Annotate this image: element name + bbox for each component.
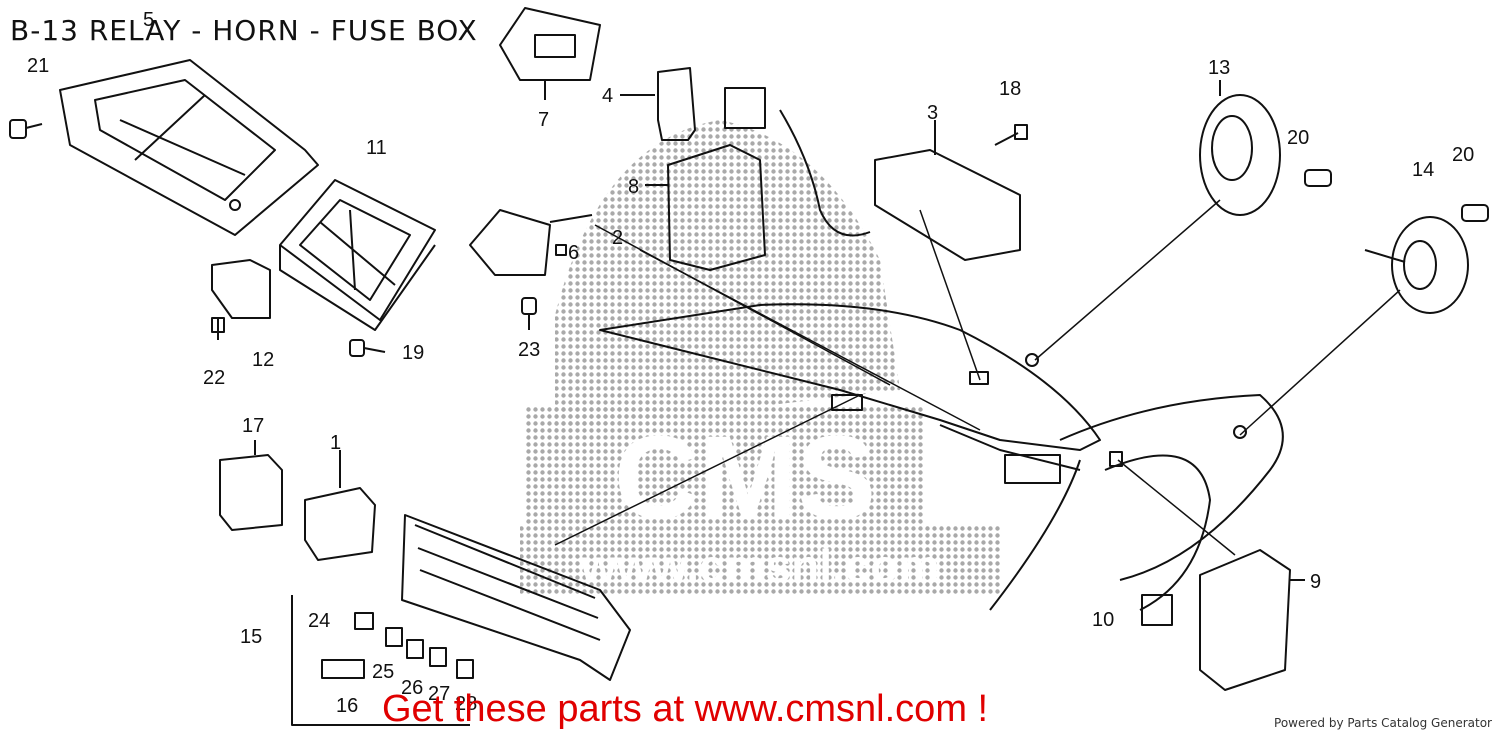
callout-12[interactable]: 12 [252,349,275,371]
callout-8[interactable]: 8 [628,176,640,198]
bolt-21 [9,119,43,139]
relay-2 [469,209,593,276]
horn-13 [1199,80,1281,216]
buy-parts-link[interactable]: Get these parts at www.cmsnl.com ! [382,688,989,730]
callout-16[interactable]: 16 [336,695,359,717]
callout-5[interactable]: 5 [143,9,155,31]
module-3 [874,120,1021,261]
callout-1[interactable]: 1 [330,432,342,454]
callout-24[interactable]: 24 [308,610,331,632]
callout-9[interactable]: 9 [1310,571,1322,593]
callout-23[interactable]: 23 [518,339,541,361]
bracket-12 [211,259,271,340]
fuse-24 [354,612,374,630]
screw-18 [994,124,1028,146]
fuse-16 [321,659,365,679]
clip-body-b [969,371,989,385]
clip-body-c [1004,454,1061,484]
fuse-box-15 [291,514,631,726]
wire-harness [724,87,871,237]
clip-10 [1141,594,1173,626]
control-unit-11 [279,179,436,331]
bracket-4 [620,67,696,141]
grommet-c [1109,451,1123,467]
callout-14[interactable]: 14 [1412,159,1435,181]
fuse-26 [406,639,424,659]
callout-19[interactable]: 19 [402,342,425,364]
watermark-logo: CMS www.cmsnl.com [520,120,1000,595]
callout-7[interactable]: 7 [538,109,550,131]
horn-14 [1364,216,1469,314]
callout-13[interactable]: 13 [1208,57,1231,79]
callout-28[interactable]: 28 [455,693,478,715]
callout-22[interactable]: 22 [203,367,226,389]
callout-20b[interactable]: 20 [1452,144,1475,166]
relay-1 [304,450,376,561]
callout-4[interactable]: 4 [602,85,614,107]
watermark-url: www.cmsnl.com [580,540,940,592]
callout-3[interactable]: 3 [927,102,939,124]
leader-lines [554,199,1401,556]
relay-module-7 [499,7,601,100]
callout-21[interactable]: 21 [27,55,50,77]
callout-26[interactable]: 26 [401,677,424,699]
fuse-25 [385,627,403,647]
clip-body-a [831,394,863,411]
callout-10[interactable]: 10 [1092,609,1115,631]
callout-2[interactable]: 2 [612,227,624,249]
powered-by-footer: Powered by Parts Catalog Generator [1274,716,1492,730]
bolt-23 [521,297,537,330]
unit-9 [1199,549,1305,691]
callout-15[interactable]: 15 [240,626,263,648]
callout-6[interactable]: 6 [568,242,580,264]
fuse-27 [429,647,447,667]
callout-20a[interactable]: 20 [1287,127,1310,149]
bolt-20b [1461,204,1489,222]
car-body-outline [599,303,1284,611]
callout-18[interactable]: 18 [999,78,1022,100]
grommet-a [1025,353,1039,367]
callout-17[interactable]: 17 [242,415,265,437]
diagram-title: B-13 RELAY - HORN - FUSE BOX [10,14,478,47]
fuse-28 [456,659,474,679]
unit-8 [645,144,766,271]
relay-17 [219,440,283,531]
bolt-19 [349,339,386,357]
callout-25[interactable]: 25 [372,661,395,683]
bolt-20a [1304,169,1332,187]
watermark-brand: CMS [614,412,876,544]
callout-27[interactable]: 27 [428,683,451,705]
callout-11[interactable]: 11 [366,137,387,159]
relay-bracket [59,59,319,236]
grommet-b [1233,425,1247,439]
clip-6 [555,244,567,256]
